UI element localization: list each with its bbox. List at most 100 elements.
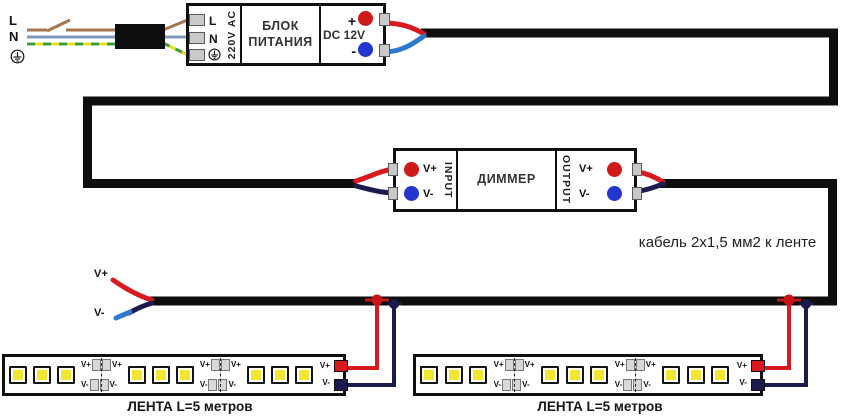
pad-label: V+ <box>645 360 656 369</box>
power-supply-unit: L N 220V AC БЛОК ПИТАНИЯ DC 12V + - <box>186 3 390 66</box>
psu-terminal-n-label: N <box>209 32 218 46</box>
cable-note: кабель 2х1,5 мм2 к ленте <box>638 234 817 251</box>
strip-vplus-label: V+ <box>736 361 747 370</box>
led-chip <box>662 366 681 384</box>
psu-dc-label: DC 12V <box>323 28 366 42</box>
psu-terminal-l <box>189 14 205 26</box>
cut-line <box>101 358 103 392</box>
mains-junction-block <box>115 24 165 49</box>
solder-pad-row: V+ V+ <box>615 359 656 371</box>
psu-minus-terminal-dot <box>358 42 373 57</box>
solder-pad-row: V-V- <box>615 379 656 391</box>
strip-vminus-terminal <box>333 379 348 391</box>
solder-pad <box>623 379 633 391</box>
psu-plus-terminal <box>379 13 390 26</box>
strip-vplus-terminal <box>333 360 348 372</box>
feed-vminus-label: V- <box>94 307 105 319</box>
tap2-minus-junction <box>801 299 811 309</box>
dimmer-output-minus-terminal <box>632 187 642 200</box>
psu-output-section: DC 12V + - <box>321 6 390 63</box>
solder-pad <box>635 359 645 371</box>
feed-minus-wire-tip <box>113 309 133 321</box>
dimmer-input-minus-terminal <box>388 187 398 200</box>
solder-pad-row: V- V- <box>494 379 535 391</box>
solder-pad <box>514 359 524 371</box>
pad-label: V- <box>109 380 118 389</box>
pad-label: V+ <box>493 360 504 369</box>
psu-title-section: БЛОК ПИТАНИЯ <box>242 6 321 63</box>
tap2-plus-wire <box>756 300 791 370</box>
solder-pad <box>512 379 522 391</box>
strip-vplus-terminal <box>750 360 765 372</box>
pad-label: V- <box>80 380 89 389</box>
pad-label: V+ <box>614 360 625 369</box>
solder-pad <box>89 379 99 391</box>
solder-pad-group: V+ V+ V-V- <box>615 357 656 393</box>
led-chip <box>541 366 560 384</box>
solder-pad-group: V+ V+ V- V- <box>81 357 122 393</box>
solder-pad-group: V+V+V-V- <box>200 357 241 393</box>
psu-voltage-wrap: 220V AC <box>224 6 240 63</box>
feed-plus-wire <box>110 277 155 303</box>
pad-label: V- <box>493 380 502 389</box>
dimmer-input-label: INPUT <box>442 161 454 199</box>
pad-label: V- <box>228 380 237 389</box>
led-strip-1-label: ЛЕНТА L=5 метров <box>127 399 253 414</box>
led-chip <box>565 366 584 384</box>
led-chip <box>420 366 438 384</box>
solder-pad-row: V- V- <box>81 379 122 391</box>
pad-label: V- <box>199 380 208 389</box>
psu-minus-label: - <box>351 43 356 59</box>
solder-pad <box>218 379 228 391</box>
led-chip <box>175 366 194 384</box>
led-chip <box>151 366 170 384</box>
led-chip <box>444 366 463 384</box>
solder-pad-row: V+ V+ <box>494 359 535 371</box>
led-chip <box>32 366 51 384</box>
dimmer-output-section: OUTPUT V+ V- <box>557 151 642 209</box>
tap2-plus-junction <box>783 294 795 306</box>
solder-pad <box>504 359 514 371</box>
feed-minus-wire <box>126 300 155 316</box>
led-chip <box>270 366 289 384</box>
tap2-minus-wire <box>758 304 808 387</box>
led-chip <box>590 366 609 384</box>
dimmer-output-wrap: OUTPUT <box>558 151 574 209</box>
led-chip <box>127 366 146 384</box>
neutral-label: N <box>9 29 19 44</box>
dimmer-input-wrap: INPUT <box>440 151 456 209</box>
pad-label: V+ <box>111 360 122 369</box>
dimmer-input-vminus-label: V- <box>423 188 434 200</box>
strip-terminal-column: V+V- <box>736 357 765 393</box>
psu-minus-wire <box>381 33 427 55</box>
dimmer-input-minus-dot <box>404 186 419 201</box>
led-chip <box>469 366 488 384</box>
solder-pad <box>210 359 220 371</box>
psu-terminal-earth <box>189 49 205 61</box>
cut-line <box>220 358 222 392</box>
led-strip-2: V+V+V-V-V+V+V-V-V+V- <box>413 354 765 396</box>
pad-label: V+ <box>524 360 535 369</box>
psu-minus-terminal <box>379 44 390 57</box>
pad-label: V- <box>522 380 530 389</box>
psu-plus-terminal-dot <box>358 11 373 26</box>
dimmer-output-label: OUTPUT <box>560 155 572 205</box>
psu-input-section: L N 220V AC <box>189 6 242 63</box>
tap1-plus-junction <box>371 294 383 306</box>
solder-pad <box>633 379 643 391</box>
live-label: L <box>9 13 17 28</box>
pad-label: V+ <box>80 360 91 369</box>
solder-pad <box>101 359 111 371</box>
solder-pad <box>208 379 218 391</box>
pad-label: V- <box>614 380 623 389</box>
pad-label: V+ <box>199 360 210 369</box>
solder-pad <box>91 359 101 371</box>
dimmer-output-plus-dot <box>607 162 622 177</box>
earth-wire-2-stripe <box>162 41 191 58</box>
psu-terminal-n <box>189 32 205 44</box>
dimmer-output-vplus-label: V+ <box>579 163 593 175</box>
dimmer: V+ V- INPUT ДИММЕР OUTPUT V+ V- <box>388 148 642 212</box>
solder-pad <box>220 359 230 371</box>
live-wire-3 <box>162 17 191 32</box>
feed-vplus-label: V+ <box>94 268 108 280</box>
